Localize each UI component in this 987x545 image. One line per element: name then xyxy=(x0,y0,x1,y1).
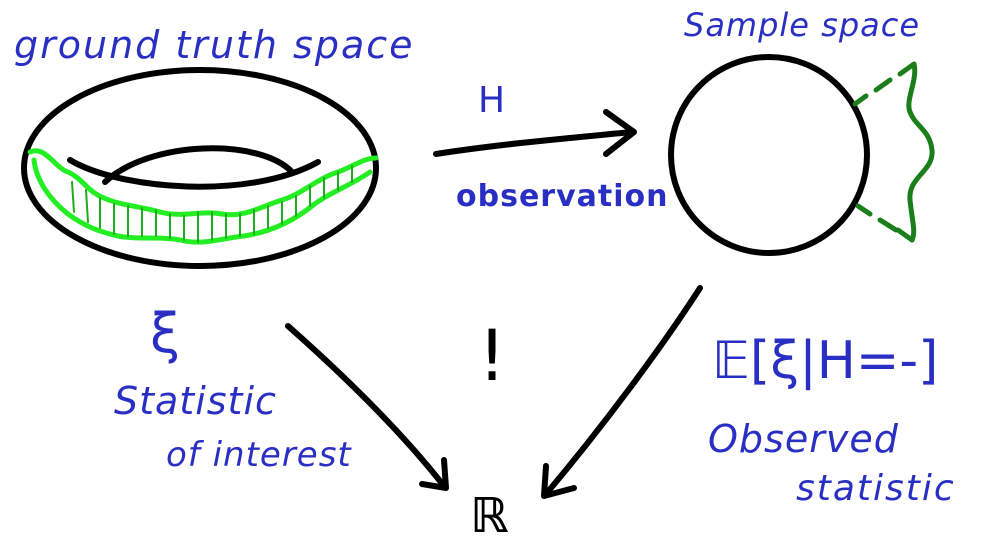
H-label: H xyxy=(478,80,505,121)
observed-statistic-line2: statistic xyxy=(796,468,956,509)
sample-space-circle xyxy=(671,57,867,253)
band-lower-edge xyxy=(34,160,370,242)
exclamation-mark: ! xyxy=(478,315,506,397)
torus xyxy=(24,70,376,266)
observed-statistic-line1: Observed xyxy=(708,417,899,461)
real-numbers-symbol: ℝ xyxy=(470,488,509,540)
statistic-of-interest-line2: of interest xyxy=(166,435,352,475)
torus-inner-lower xyxy=(105,148,292,182)
xi-symbol: ξ xyxy=(150,302,180,365)
statistic-of-interest-line1: Statistic xyxy=(114,379,277,423)
observation-label: observation xyxy=(456,179,668,214)
arrow-to-R-right xyxy=(544,288,700,496)
expectation-label: 𝔼[ξ|H=-] xyxy=(712,331,938,391)
arrow-observation xyxy=(436,112,634,154)
sample-space-label: Sample space xyxy=(684,6,920,44)
torus-outer xyxy=(24,70,376,266)
ground-truth-label: ground truth space xyxy=(14,23,415,67)
